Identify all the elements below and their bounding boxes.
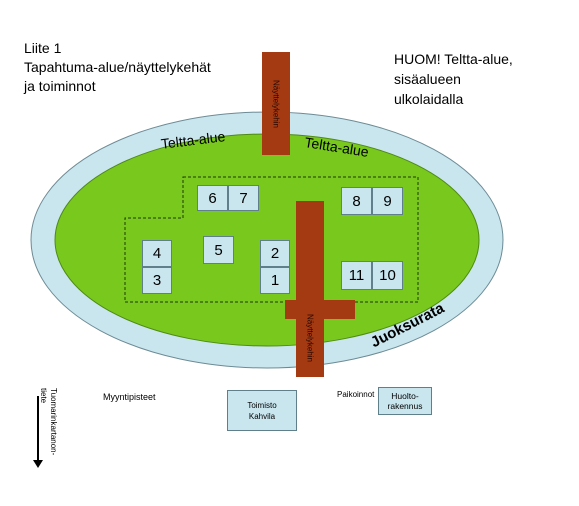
ring-7: 7 <box>228 185 259 211</box>
office-cafe-box: Toimisto Kahvila <box>227 390 297 431</box>
maintenance-label-2: rakennus <box>387 401 423 411</box>
parking-label: Paikoinnot <box>337 390 375 399</box>
ring-4: 4 <box>142 240 172 267</box>
ring-10: 10 <box>372 261 403 290</box>
bridge-top <box>262 52 290 155</box>
road-label-line-1: Tuomarinkartanon- <box>49 388 58 456</box>
note-line-1: HUOM! Teltta-alue, <box>394 51 513 67</box>
maintenance-label-1: Huolto- <box>391 391 419 401</box>
road-label-line-2: tiete <box>39 388 48 404</box>
bridge-center-crossbar <box>285 300 355 319</box>
cafe-label: Kahvila <box>248 411 276 421</box>
header-line-1: Liite 1 <box>24 40 62 56</box>
ring-1: 1 <box>260 267 290 294</box>
ring-3: 3 <box>142 267 172 294</box>
bridge-center-vertical <box>296 201 324 377</box>
ring-11: 11 <box>341 261 372 290</box>
ring-2: 2 <box>260 240 290 267</box>
header-line-3: ja toiminnot <box>24 78 96 94</box>
ring-5: 5 <box>203 236 234 264</box>
sales-points-label: Myyntipisteet <box>103 392 156 402</box>
ring-8: 8 <box>341 187 372 215</box>
header-line-2: Tapahtuma-alue/näyttelykehät <box>24 59 211 75</box>
maintenance-building-box: Huolto- rakennus <box>378 387 432 415</box>
ring-9: 9 <box>372 187 403 215</box>
office-label: Toimisto <box>247 400 277 410</box>
note-line-2: sisäalueen <box>394 71 461 87</box>
direction-arrow-head <box>33 460 43 468</box>
note-line-3: ulkolaidalla <box>394 91 464 107</box>
ring-6: 6 <box>197 185 228 211</box>
tent-area-border <box>124 176 419 303</box>
bridge-top-label: Näyttelykehin <box>271 79 281 129</box>
bridge-bottom-label: Näyttelykehin <box>305 313 315 363</box>
